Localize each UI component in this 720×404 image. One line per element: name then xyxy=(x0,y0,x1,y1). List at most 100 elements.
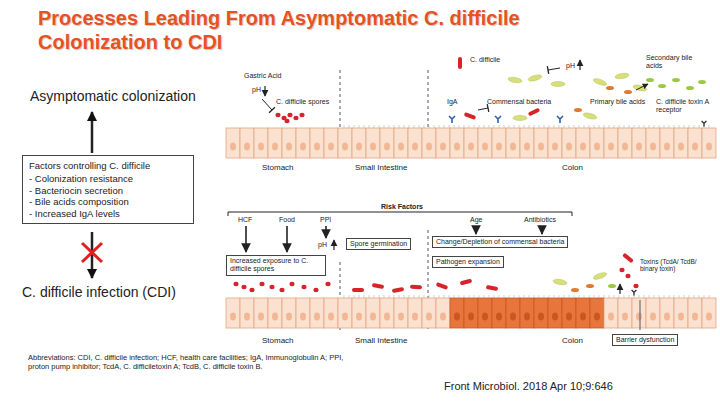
ph-arrow xyxy=(619,284,620,294)
c-difficile-cell xyxy=(352,288,364,292)
microvillus xyxy=(564,125,565,128)
microvillus xyxy=(569,295,570,298)
microvillus xyxy=(639,125,640,128)
microvillus xyxy=(484,295,485,298)
abbreviation-note: Abbreviations: CDI, C. difficile infecti… xyxy=(28,354,358,371)
microvillus xyxy=(619,295,620,298)
microvillus xyxy=(549,295,550,298)
region-label: Small Intestine xyxy=(355,163,407,172)
microvillus xyxy=(494,295,495,298)
microvillus xyxy=(419,295,420,298)
ph-label: pH xyxy=(252,86,261,94)
block-cross xyxy=(82,243,102,262)
group-label: Risk Factors xyxy=(378,203,426,211)
microvillus xyxy=(459,295,460,298)
microvillus xyxy=(439,295,440,298)
region-label: Stomach xyxy=(262,163,294,172)
microvillus xyxy=(394,295,395,298)
microvillus xyxy=(459,125,460,128)
microvillus xyxy=(579,295,580,298)
box-heading: Barrier dysfunction xyxy=(616,336,674,344)
box-heading: Pathogen expansion xyxy=(436,258,500,266)
bile-acid xyxy=(586,284,594,288)
microvillus xyxy=(669,295,670,298)
ph-arrow xyxy=(333,240,334,250)
microvillus xyxy=(569,125,570,128)
microvillus xyxy=(514,295,515,298)
microvillus xyxy=(344,295,345,298)
risk-arrow xyxy=(286,226,288,252)
microvillus xyxy=(419,125,420,128)
microvillus xyxy=(574,125,575,128)
risk-factor: PPI xyxy=(320,216,331,224)
commensal-bacterium xyxy=(615,72,630,79)
inhibition-bar xyxy=(487,104,489,112)
microvillus xyxy=(424,295,425,298)
microvillus xyxy=(379,125,380,128)
microvillus xyxy=(559,295,560,298)
commensal-bacterium xyxy=(551,82,565,87)
microvillus xyxy=(529,125,530,128)
box-item: - Colonization resistance xyxy=(29,173,187,184)
region-label: Small Intestine xyxy=(355,336,407,345)
citation: Front Microbiol. 2018 Apr 10;9:646 xyxy=(444,380,613,393)
organism-label: Commensal bacteria xyxy=(487,98,551,106)
microvillus xyxy=(679,125,680,128)
c-difficile-cell xyxy=(372,283,385,289)
bile-acid xyxy=(658,84,666,88)
microvillus xyxy=(474,125,475,128)
microvillus xyxy=(684,295,685,298)
c-difficile-cell xyxy=(528,108,541,117)
microvillus xyxy=(544,125,545,128)
microvillus xyxy=(504,295,505,298)
spore xyxy=(259,282,264,286)
microvillus xyxy=(589,295,590,298)
microvillus xyxy=(574,295,575,298)
spore xyxy=(313,288,318,292)
microvillus xyxy=(469,295,470,298)
microvillus xyxy=(659,125,660,128)
process-box: Barrier dysfunction xyxy=(612,334,678,346)
microvillus xyxy=(374,295,375,298)
epithelial-cells xyxy=(226,128,716,158)
c-difficile-cell xyxy=(622,253,634,264)
spore xyxy=(284,119,289,123)
microvillus xyxy=(554,295,555,298)
spore xyxy=(625,274,630,278)
microvillus xyxy=(549,125,550,128)
risk-factor: Food xyxy=(279,216,295,224)
factor-label: Gastric Acid xyxy=(244,72,281,80)
risk-arrow xyxy=(245,226,247,252)
spore xyxy=(233,282,238,286)
bile-acid-label: Primary bile acids xyxy=(590,98,645,106)
microvillus xyxy=(629,125,630,128)
spore xyxy=(275,113,280,117)
microvillus xyxy=(674,295,675,298)
microvillus xyxy=(444,295,445,298)
microvillus xyxy=(369,125,370,128)
microvillus xyxy=(484,125,485,128)
microvillus xyxy=(349,125,350,128)
microvillus xyxy=(654,125,655,128)
microvillus xyxy=(709,295,710,298)
microvillus xyxy=(624,295,625,298)
y-antibody xyxy=(632,290,637,296)
microvillus xyxy=(374,125,375,128)
microvillus xyxy=(709,125,710,128)
microvillus xyxy=(619,125,620,128)
spore xyxy=(289,282,294,286)
c-difficile-cell xyxy=(460,279,473,286)
microvillus xyxy=(539,125,540,128)
bracket xyxy=(572,212,573,216)
microvillus xyxy=(404,125,405,128)
microvillus xyxy=(499,125,500,128)
spore xyxy=(249,288,254,292)
microvillus xyxy=(344,125,345,128)
antibody-label: IgA xyxy=(447,98,458,106)
microvillus xyxy=(434,295,435,298)
c-difficile-cell xyxy=(392,287,405,293)
commensal-bacterium xyxy=(508,76,523,83)
microvillus xyxy=(454,295,455,298)
microvillus xyxy=(554,125,555,128)
